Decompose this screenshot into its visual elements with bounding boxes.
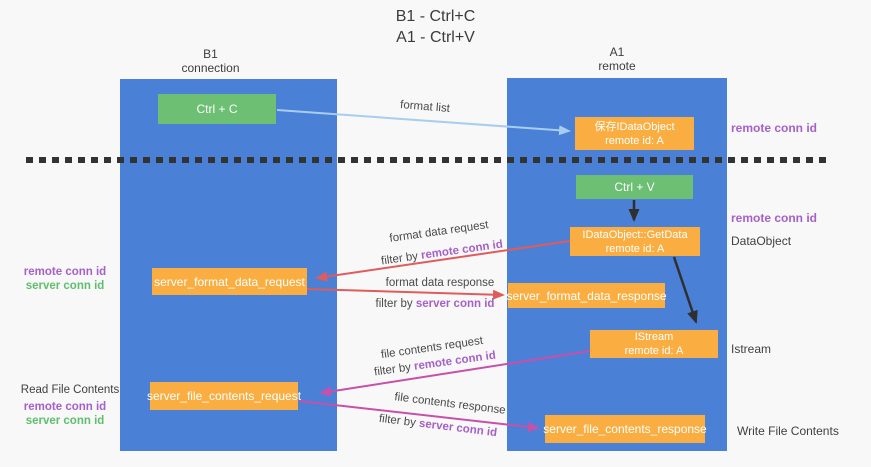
node-server-file-contents-request: server_file_contents_request	[146, 382, 302, 410]
format-data-response-filter-label: filter by server conn id	[355, 297, 515, 311]
node-ctrl-c-label: Ctrl + C	[196, 102, 238, 116]
istream-side-label: Istream	[731, 342, 772, 356]
server-conn-id-text: server conn id	[415, 298, 495, 310]
lane-a1-name: A1	[609, 45, 625, 59]
node-server-file-contents-response: server_file_contents_response	[543, 415, 707, 443]
left-format-server-conn-id-label: server conn id	[25, 280, 105, 292]
node-server-format-data-response-label: server_format_data_response	[506, 288, 667, 303]
left-file-conn-id-labels: remote conn id server conn id	[10, 400, 120, 428]
format-data-response-label: format data response	[385, 277, 495, 289]
format-list-label: format list	[399, 99, 451, 115]
left-format-remote-conn-id-label: remote conn id	[23, 266, 107, 278]
node-server-format-data-response: server_format_data_response	[506, 283, 667, 308]
node-istream: IStream remote id: A	[590, 330, 718, 358]
filter-by-text: filter by	[378, 412, 417, 430]
filter-by-text: filter by	[373, 361, 412, 379]
node-idataobject-getdata-line1: IDataObject::GetData	[582, 228, 688, 241]
right-remote-conn-id-top-label: remote conn id	[731, 121, 818, 135]
node-ctrl-v: Ctrl + V	[576, 175, 693, 199]
right-remote-conn-id-mid-label: remote conn id	[731, 211, 818, 225]
lane-b1-type: connection	[181, 61, 240, 75]
lane-b1-name: B1	[203, 47, 218, 61]
node-idataobject-getdata-line2: remote id: A	[605, 242, 665, 255]
session-separator-dashed-line	[26, 157, 832, 163]
left-format-conn-id-labels: remote conn id server conn id	[10, 265, 120, 293]
node-idataobject-getdata: IDataObject::GetData remote id: A	[570, 227, 700, 256]
title-line-2: A1 - Ctrl+V	[396, 29, 475, 46]
node-istream-line1: IStream	[634, 331, 674, 343]
node-server-format-data-request: server_format_data_request	[152, 268, 307, 295]
left-file-remote-conn-id-label: remote conn id	[23, 401, 107, 413]
node-server-format-data-request-label: server_format_data_request	[154, 274, 305, 289]
lane-a1-type: remote	[598, 59, 636, 73]
dataobject-label: DataObject	[731, 234, 792, 248]
node-ctrl-v-label: Ctrl + V	[614, 180, 655, 194]
read-file-contents-label: Read File Contents	[20, 384, 120, 396]
left-file-server-conn-id-label: server conn id	[25, 415, 105, 427]
title-line-1: B1 - Ctrl+C	[395, 8, 476, 25]
filter-by-text: filter by	[375, 298, 413, 310]
diagram-title: B1 - Ctrl+C A1 - Ctrl+V	[0, 6, 871, 48]
write-file-contents-label: Write File Contents	[737, 424, 839, 438]
node-save-idataobject-line2: remote id: A	[605, 134, 664, 147]
node-save-idataobject: 保存IDataObject remote id: A	[575, 117, 694, 150]
server-conn-id-text: server conn id	[418, 417, 498, 440]
node-save-idataobject-line1: 保存IDataObject	[594, 120, 675, 133]
node-istream-line2: remote id: A	[624, 345, 684, 357]
remote-conn-id-text: remote conn id	[420, 238, 504, 262]
node-ctrl-c: Ctrl + C	[158, 94, 276, 124]
node-server-file-contents-response-label: server_file_contents_response	[543, 422, 707, 436]
filter-by-text: filter by	[380, 250, 419, 268]
node-server-file-contents-request-label: server_file_contents_request	[146, 389, 302, 403]
lane-header-b1: B1 connection	[102, 47, 319, 75]
lane-header-a1: A1 remote	[507, 45, 727, 73]
